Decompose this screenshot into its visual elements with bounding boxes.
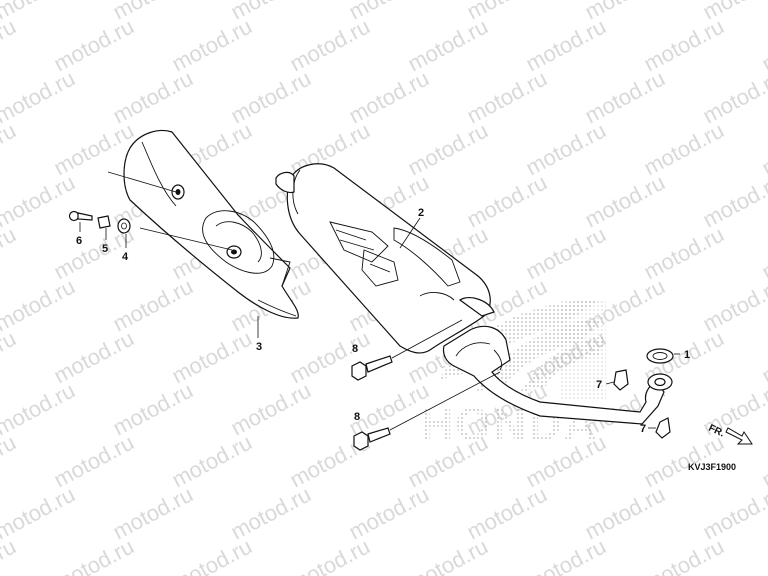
callout-1: 1 [684, 349, 690, 361]
collar-part [117, 218, 131, 234]
watermark-text: motod.ru [699, 482, 768, 545]
bolt-8-upper-part [351, 355, 393, 381]
watermark-text: motod.ru [758, 534, 768, 576]
callout-5: 5 [102, 243, 108, 255]
watermark-text: motod.ru [0, 222, 20, 285]
watermark-text: motod.ru [758, 14, 768, 77]
watermark-text: motod.ru [0, 482, 79, 545]
grommet-part [97, 215, 111, 229]
callout-6: 6 [76, 235, 82, 247]
watermark-text: motod.ru [0, 378, 79, 441]
screw-6-part [68, 210, 93, 222]
watermark-text: motod.ru [758, 430, 768, 493]
watermark-text: motod.ru [0, 118, 20, 181]
gasket-part [646, 348, 674, 364]
bolt-7-lower-part [655, 417, 671, 439]
watermark-text: motod.ru [699, 274, 768, 337]
callout-2: 2 [418, 207, 424, 219]
watermark-text: motod.ru [286, 534, 374, 576]
watermark-text: motod.ru [758, 326, 768, 389]
watermark-text: motod.ru [758, 118, 768, 181]
leader-lines [79, 171, 680, 431]
bolt-8-lower-part [353, 427, 391, 451]
front-arrow-icon [725, 427, 753, 445]
watermark-text: motod.ru [0, 66, 79, 129]
watermark-text: motod.ru [0, 534, 20, 576]
watermark-text: motod.ru [699, 66, 768, 129]
exhaust-pipe-part [442, 325, 673, 425]
watermark-text: motod.ru [168, 534, 256, 576]
callout-4: 4 [122, 251, 129, 263]
watermark-text: motod.ru [404, 534, 492, 576]
heat-shield-part [123, 129, 299, 319]
muffler-part [275, 163, 495, 354]
bolt-7-upper-part [613, 369, 629, 391]
watermark-text: motod.ru [699, 170, 768, 233]
watermark-text: motod.ru [522, 534, 610, 576]
callout-7-upper: 7 [596, 379, 602, 391]
callout-7-lower: 7 [640, 423, 646, 435]
watermark-text: motod.ru [0, 274, 79, 337]
watermark-text: motod.ru [50, 534, 138, 576]
watermark-text: motod.ru [0, 326, 20, 389]
watermark-text: motod.ru [640, 534, 728, 576]
watermark-text: motod.ru [0, 14, 20, 77]
watermark-text: motod.ru [0, 430, 20, 493]
watermark-text: motod.ru [758, 222, 768, 285]
callout-8-upper: 8 [352, 343, 358, 355]
diagram-code: KVJ3F1900 [688, 462, 736, 472]
watermark-text: motod.ru [0, 170, 79, 233]
callout-8-lower: 8 [354, 411, 360, 423]
callout-3: 3 [256, 341, 262, 353]
